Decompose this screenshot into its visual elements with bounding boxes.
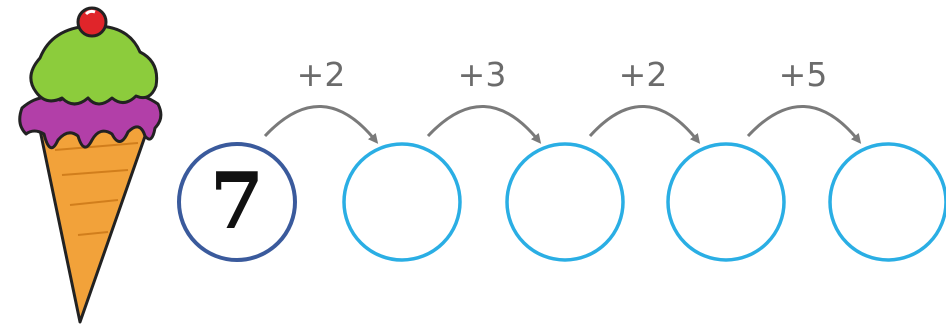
ice-cream-icon bbox=[20, 8, 161, 322]
step-arrow-2 bbox=[428, 106, 538, 140]
step-label-3: +2 bbox=[619, 55, 668, 94]
step-label-4: +5 bbox=[779, 55, 828, 94]
step-label-1: +2 bbox=[297, 55, 346, 94]
answer-circle-1[interactable] bbox=[344, 144, 460, 260]
step-arrow-3 bbox=[590, 106, 697, 140]
step-label-2: +3 bbox=[458, 55, 507, 94]
start-node: 7 bbox=[179, 144, 295, 260]
answer-circle-3[interactable] bbox=[668, 144, 784, 260]
start-value: 7 bbox=[210, 156, 264, 247]
step-arrow-1 bbox=[265, 106, 375, 140]
answer-circle-2[interactable] bbox=[507, 144, 623, 260]
step-arrow-4 bbox=[748, 106, 858, 140]
answer-circle-4[interactable] bbox=[830, 144, 946, 260]
